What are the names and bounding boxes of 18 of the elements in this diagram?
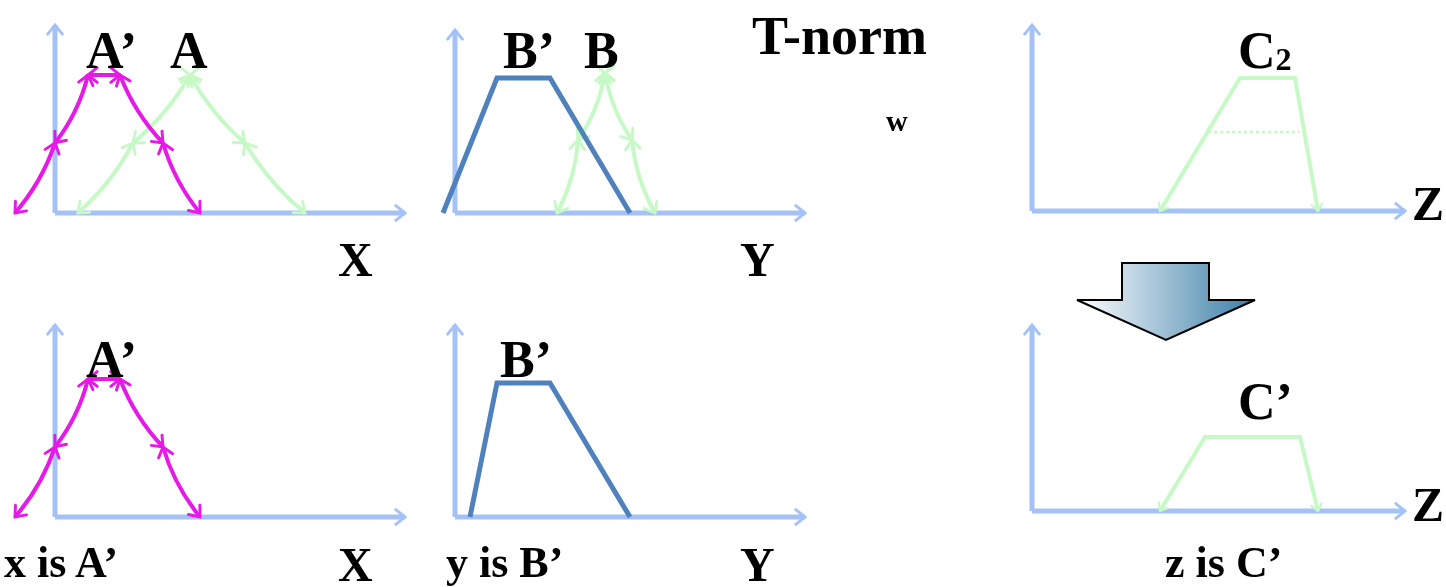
set-label: C’ [1238, 376, 1293, 428]
axis-label: Y [740, 236, 775, 284]
proposition-label: y is B’ [446, 541, 564, 585]
axis-label: X [338, 541, 373, 587]
weight-label: w [886, 106, 908, 136]
axis-label: Z [1412, 180, 1444, 228]
proposition-label: z is C’ [1165, 541, 1283, 585]
proposition-label: x is A’ [4, 541, 119, 585]
set-label: A [170, 25, 208, 77]
set-label: A’ [86, 334, 137, 386]
operator-label: T-norm [752, 9, 928, 63]
set-label: A’ [86, 25, 137, 77]
set-label: B’ [503, 25, 555, 77]
axis-label: X [338, 236, 373, 284]
axis-label: Y [740, 541, 775, 587]
axis-label: Z [1412, 481, 1444, 529]
set-label: B’ [500, 334, 552, 386]
set-label: B [584, 25, 619, 77]
